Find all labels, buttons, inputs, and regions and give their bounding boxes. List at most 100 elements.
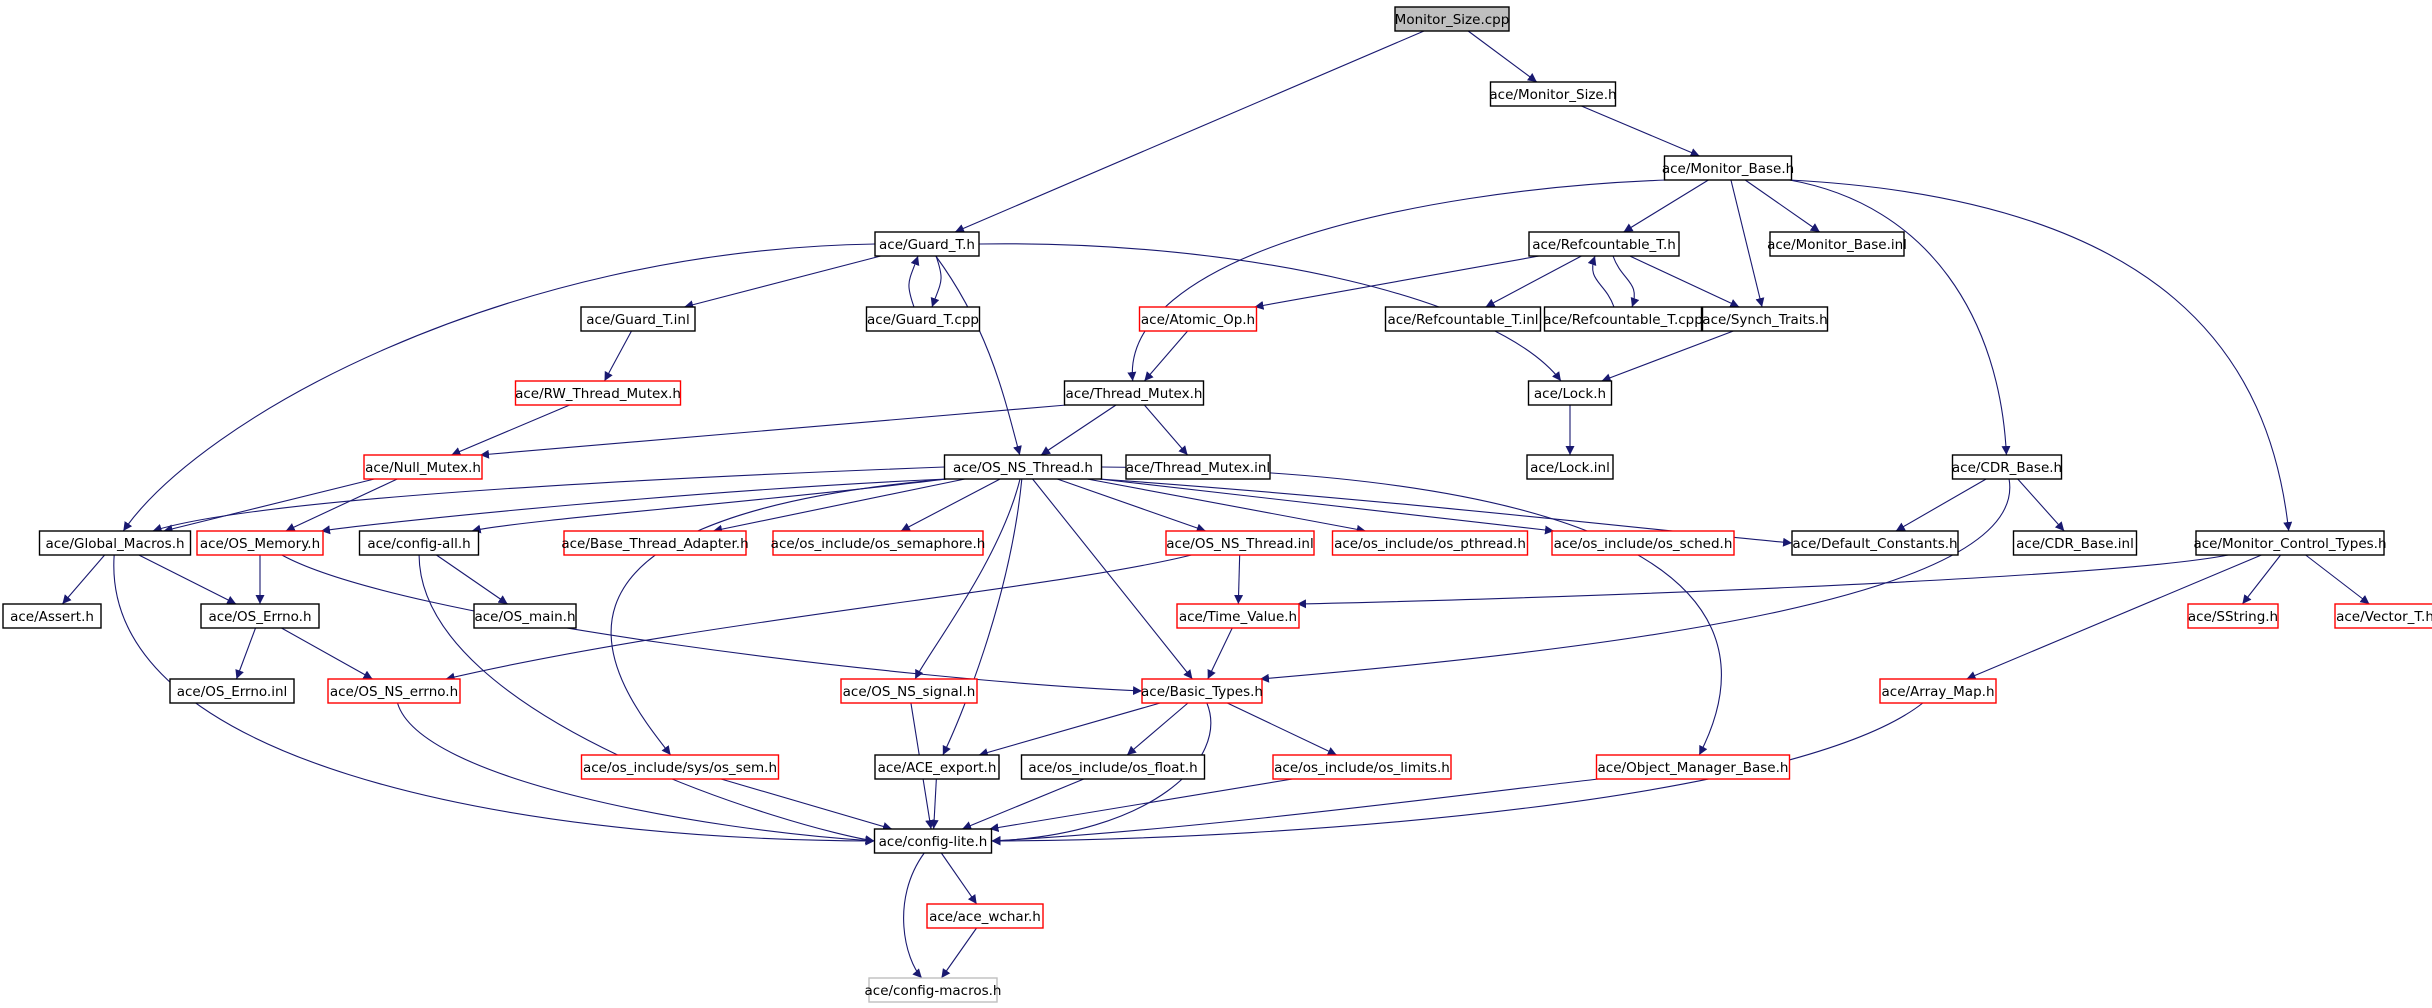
node-box[interactable]	[1879, 678, 1997, 704]
node-basic-types-h[interactable]: ace/Basic_Types.h	[1141, 678, 1263, 704]
node-box[interactable]	[327, 678, 461, 704]
node-object-manager-base-h[interactable]: ace/Object_Manager_Base.h	[1595, 754, 1791, 780]
node-os-sched-h[interactable]: ace/os_include/os_sched.h	[1551, 530, 1735, 556]
node-box[interactable]	[1543, 306, 1703, 332]
node-os-semaphore-h[interactable]: ace/os_include/os_semaphore.h	[771, 530, 986, 556]
node-box[interactable]	[1551, 530, 1735, 556]
node-box[interactable]	[1489, 81, 1617, 107]
node-monitor-base-inl[interactable]: ace/Monitor_Base.inl	[1767, 231, 1907, 257]
node-guard-t-inl[interactable]: ace/Guard_T.inl	[580, 306, 696, 332]
node-box[interactable]	[2334, 603, 2432, 629]
node-box[interactable]	[1595, 754, 1791, 780]
node-box[interactable]	[1528, 231, 1680, 257]
node-os-errno-h[interactable]: ace/OS_Errno.h	[200, 603, 320, 629]
node-box[interactable]	[868, 977, 998, 1003]
node-box[interactable]	[169, 678, 295, 704]
node-box[interactable]	[1951, 454, 2063, 480]
node-thread-mutex-inl[interactable]: ace/Thread_Mutex.inl	[1125, 454, 1271, 480]
node-os-ns-thread-h[interactable]: ace/OS_NS_Thread.h	[943, 454, 1103, 480]
node-base-thread-adapter-h[interactable]: ace/Base_Thread_Adapter.h	[561, 530, 749, 556]
node-box[interactable]	[943, 454, 1103, 480]
node-box[interactable]	[840, 678, 978, 704]
node-config-lite-h[interactable]: ace/config-lite.h	[873, 828, 993, 854]
node-box[interactable]	[1331, 530, 1529, 556]
node-monitor-size-cpp[interactable]: Monitor_Size.cpp	[1394, 6, 1510, 32]
node-vector-t-h[interactable]: ace/Vector_T.h	[2334, 603, 2432, 629]
node-box[interactable]	[1701, 306, 1829, 332]
node-refcountable-t-h[interactable]: ace/Refcountable_T.h	[1528, 231, 1680, 257]
node-box[interactable]	[1384, 306, 1542, 332]
node-box[interactable]	[865, 306, 981, 332]
node-os-sem-h[interactable]: ace/os_include/sys/os_sem.h	[580, 754, 780, 780]
node-box[interactable]	[473, 603, 577, 629]
node-box[interactable]	[1791, 530, 1959, 556]
node-os-main-h[interactable]: ace/OS_main.h	[473, 603, 577, 629]
node-monitor-base-h[interactable]: ace/Monitor_Base.h	[1662, 155, 1794, 181]
node-box[interactable]	[1141, 678, 1263, 704]
node-box[interactable]	[1526, 454, 1614, 480]
node-synch-traits-h[interactable]: ace/Synch_Traits.h	[1701, 306, 1829, 332]
node-box[interactable]	[1020, 754, 1206, 780]
node-os-float-h[interactable]: ace/os_include/os_float.h	[1020, 754, 1206, 780]
node-box[interactable]	[1125, 454, 1271, 480]
node-box[interactable]	[1394, 6, 1510, 32]
node-box[interactable]	[1138, 306, 1258, 332]
node-box[interactable]	[1663, 155, 1793, 181]
node-lock-inl[interactable]: ace/Lock.inl	[1526, 454, 1614, 480]
node-refcountable-t-inl[interactable]: ace/Refcountable_T.inl	[1384, 306, 1542, 332]
node-os-pthread-h[interactable]: ace/os_include/os_pthread.h	[1331, 530, 1529, 556]
node-config-all-h[interactable]: ace/config-all.h	[358, 530, 480, 556]
node-cdr-base-h[interactable]: ace/CDR_Base.h	[1951, 454, 2063, 480]
node-box[interactable]	[2195, 530, 2385, 556]
node-lock-h[interactable]: ace/Lock.h	[1527, 380, 1613, 406]
node-box[interactable]	[772, 530, 984, 556]
node-box[interactable]	[1176, 603, 1300, 629]
node-box[interactable]	[1272, 754, 1452, 780]
node-global-macros-h[interactable]: ace/Global_Macros.h	[38, 530, 192, 556]
node-guard-t-cpp[interactable]: ace/Guard_T.cpp	[865, 306, 981, 332]
node-box[interactable]	[874, 231, 980, 257]
node-os-ns-signal-h[interactable]: ace/OS_NS_signal.h	[840, 678, 978, 704]
node-atomic-op-h[interactable]: ace/Atomic_Op.h	[1138, 306, 1258, 332]
node-ace-export-h[interactable]: ace/ACE_export.h	[874, 754, 1000, 780]
node-cdr-base-inl[interactable]: ace/CDR_Base.inl	[2012, 530, 2138, 556]
node-os-memory-h[interactable]: ace/OS_Memory.h	[196, 530, 324, 556]
node-thread-mutex-h[interactable]: ace/Thread_Mutex.h	[1063, 380, 1205, 406]
node-box[interactable]	[1165, 530, 1315, 556]
node-box[interactable]	[1769, 231, 1905, 257]
node-time-value-h[interactable]: ace/Time_Value.h	[1176, 603, 1300, 629]
node-box[interactable]	[363, 454, 483, 480]
node-sstring-h[interactable]: ace/SString.h	[2187, 603, 2279, 629]
node-box[interactable]	[874, 754, 1000, 780]
node-box[interactable]	[2187, 603, 2279, 629]
node-box[interactable]	[200, 603, 320, 629]
node-box[interactable]	[1527, 380, 1613, 406]
node-config-macros-h[interactable]: ace/config-macros.h	[865, 977, 1002, 1003]
node-refcountable-t-cpp[interactable]: ace/Refcountable_T.cpp	[1543, 306, 1703, 332]
node-box[interactable]	[580, 306, 696, 332]
node-os-ns-thread-inl[interactable]: ace/OS_NS_Thread.inl	[1165, 530, 1315, 556]
node-box[interactable]	[38, 530, 192, 556]
node-ace-wchar-h[interactable]: ace/ace_wchar.h	[926, 903, 1044, 929]
node-box[interactable]	[873, 828, 993, 854]
node-array-map-h[interactable]: ace/Array_Map.h	[1879, 678, 1997, 704]
node-default-constants-h[interactable]: ace/Default_Constants.h	[1791, 530, 1959, 556]
node-box[interactable]	[196, 530, 324, 556]
node-monitor-control-types-h[interactable]: ace/Monitor_Control_Types.h	[2193, 530, 2387, 556]
node-monitor-size-h[interactable]: ace/Monitor_Size.h	[1489, 81, 1617, 107]
node-rw-thread-mutex-h[interactable]: ace/RW_Thread_Mutex.h	[514, 380, 682, 406]
node-box[interactable]	[514, 380, 682, 406]
node-null-mutex-h[interactable]: ace/Null_Mutex.h	[363, 454, 483, 480]
node-assert-h[interactable]: ace/Assert.h	[2, 603, 102, 629]
node-box[interactable]	[2012, 530, 2138, 556]
node-os-ns-errno-h[interactable]: ace/OS_NS_errno.h	[327, 678, 461, 704]
node-box[interactable]	[926, 903, 1044, 929]
node-box[interactable]	[358, 530, 480, 556]
node-box[interactable]	[2, 603, 102, 629]
node-os-limits-h[interactable]: ace/os_include/os_limits.h	[1272, 754, 1452, 780]
node-box[interactable]	[1063, 380, 1205, 406]
node-box[interactable]	[580, 754, 780, 780]
node-box[interactable]	[563, 530, 747, 556]
node-os-errno-inl[interactable]: ace/OS_Errno.inl	[169, 678, 295, 704]
node-guard-t-h[interactable]: ace/Guard_T.h	[874, 231, 980, 257]
